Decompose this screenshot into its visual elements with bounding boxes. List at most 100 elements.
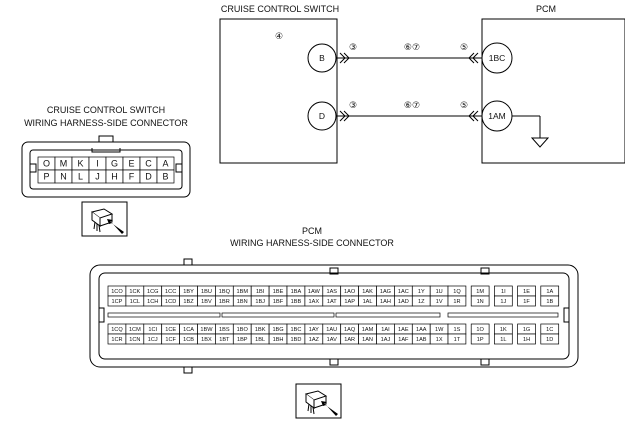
pin-label: 1CR	[111, 337, 122, 343]
pin-label: 1V	[436, 299, 443, 305]
pin-label: 1BM	[236, 289, 248, 295]
pin-label: 1Q	[453, 289, 461, 295]
switch-connector	[21, 135, 191, 198]
wire-b-1bc	[336, 52, 482, 64]
pin-label: 1AF	[398, 337, 409, 343]
pin-label: K	[77, 159, 83, 169]
pin-label: 1T	[454, 337, 461, 343]
pin-label: 1BG	[272, 327, 283, 333]
pin-label: M	[60, 159, 68, 169]
switch-pin-d-label: D	[319, 111, 325, 121]
pin-label: 1CM	[129, 327, 141, 333]
pin-cell	[494, 333, 513, 345]
pin-label: 1AS	[326, 289, 337, 295]
switch-title: CRUISE CONTROL SWITCH	[221, 4, 339, 14]
wire-b-marker-mid: ⑥⑦	[404, 42, 420, 52]
pin-label: 1AQ	[344, 327, 356, 333]
pin-cell	[156, 169, 175, 184]
pin-label: 1BP	[237, 337, 248, 343]
pin-label: 1F	[523, 299, 530, 305]
pin-label: 1AD	[398, 299, 409, 305]
pin-label: 1CG	[147, 289, 159, 295]
pin-label: F	[129, 172, 135, 182]
pin-cell	[494, 295, 513, 307]
pin-label: 1AG	[380, 289, 391, 295]
pin-label: 1BH	[273, 337, 284, 343]
pcm-connector	[89, 258, 579, 374]
pin-label: 1BV	[201, 299, 212, 305]
pin-label: N	[60, 172, 67, 182]
pin-label: 1AB	[416, 337, 427, 343]
pin-label: 1BB	[291, 299, 302, 305]
pcm-pin-1am-label: 1AM	[488, 111, 505, 121]
pin-label: 1BW	[200, 327, 213, 333]
pin-label: 1AX	[309, 299, 320, 305]
wire-d-marker-mid: ⑥⑦	[404, 100, 420, 110]
pin-label: 1BX	[201, 337, 212, 343]
pin-label: 1CF	[165, 337, 176, 343]
pin-label: 1AU	[326, 327, 337, 333]
pin-label: 1AZ	[309, 337, 320, 343]
pin-label: 1B	[546, 299, 553, 305]
pin-label: 1Y	[418, 289, 425, 295]
pin-cell	[470, 295, 490, 307]
switch-marker: ④	[275, 31, 283, 41]
pin-label: 1D	[546, 337, 553, 343]
pin-cell	[540, 295, 560, 307]
pin-label: H	[111, 172, 118, 182]
pcm-connector-title-2: WIRING HARNESS-SIDE CONNECTOR	[230, 238, 394, 248]
pcm-box	[481, 18, 625, 164]
connector-view-icon	[295, 383, 342, 419]
pin-label: 1I	[501, 289, 506, 295]
pin-label: 1BJ	[255, 299, 265, 305]
wire-d-marker-left: ③	[349, 100, 357, 110]
wire-b-marker-right: ⑤	[460, 42, 468, 52]
connector-view-icon	[81, 201, 128, 237]
pin-label: J	[95, 172, 100, 182]
pin-label: 1AY	[309, 327, 319, 333]
ground-icon	[512, 115, 550, 148]
pcm-title: PCM	[536, 4, 556, 14]
pin-label: 1AR	[344, 337, 355, 343]
pin-label: 1Z	[418, 299, 425, 305]
switch-connector-title-1: CRUISE CONTROL SWITCH	[47, 105, 165, 115]
pin-label: 1AV	[327, 337, 337, 343]
pin-label: 1AM	[362, 327, 374, 333]
pin-label: 1C	[546, 327, 553, 333]
pin-cell	[540, 333, 560, 345]
switch-connector-title-2: WIRING HARNESS-SIDE CONNECTOR	[24, 118, 188, 128]
pin-label: 1BL	[255, 337, 265, 343]
pin-label: 1BK	[255, 327, 266, 333]
pin-label: 1AI	[381, 327, 390, 333]
pin-cell	[517, 333, 536, 345]
pin-label: 1BO	[237, 327, 249, 333]
divider-bar	[335, 312, 441, 318]
pin-label: 1BQ	[219, 289, 231, 295]
divider-bar	[221, 312, 335, 318]
pin-label: 1BU	[201, 289, 212, 295]
pin-label: 1R	[453, 299, 460, 305]
pin-label: 1AH	[380, 299, 391, 305]
pin-label: 1CL	[130, 299, 140, 305]
pin-label: 1A	[546, 289, 553, 295]
pin-label: 1AP	[344, 299, 355, 305]
pin-label: E	[128, 159, 134, 169]
pin-label: 1O	[476, 327, 484, 333]
pin-label: 1CJ	[148, 337, 158, 343]
pin-label: 1BR	[219, 299, 230, 305]
pin-label: 1L	[500, 337, 506, 343]
pin-label: 1CA	[183, 327, 194, 333]
pin-label: 1CQ	[111, 327, 123, 333]
pin-label: 1J	[500, 299, 506, 305]
pin-label: B	[162, 172, 168, 182]
pin-label: 1BI	[256, 289, 265, 295]
pin-cell	[470, 333, 490, 345]
pin-label: 1BS	[219, 327, 230, 333]
divider-bar	[447, 312, 559, 318]
pin-label: 1BC	[291, 327, 302, 333]
pin-label: 1CN	[129, 337, 140, 343]
pin-label: 1AC	[398, 289, 409, 295]
pin-label: 1CI	[148, 327, 157, 333]
pin-label: 1X	[436, 337, 443, 343]
